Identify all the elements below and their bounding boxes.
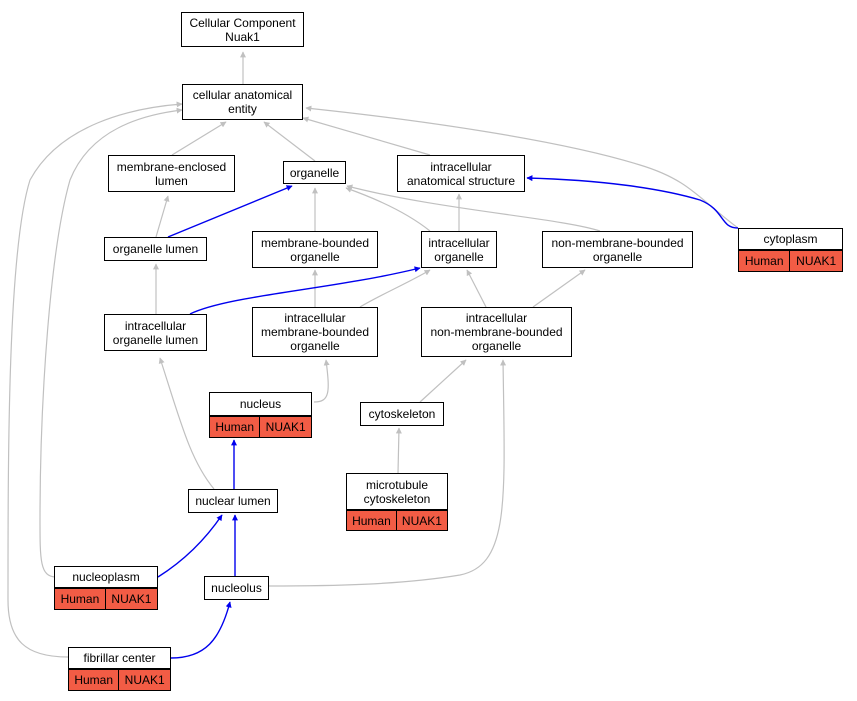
edge-mel-cae <box>171 121 227 156</box>
node-non-membrane-bounded-organelle[interactable]: non-membrane-bounded organelle <box>542 231 693 268</box>
edge-imbo-io <box>359 269 431 308</box>
node-cellular-anatomical-entity[interactable]: cellular anatomical entity <box>182 84 303 120</box>
node-organelle[interactable]: organelle <box>283 161 346 184</box>
node-nucleus[interactable]: nucleus <box>209 392 312 416</box>
gene-cell: NUAK1 <box>395 511 447 530</box>
edge-fc-nucl <box>170 601 232 659</box>
node-membrane-bounded-organelle[interactable]: membrane-bounded organelle <box>252 231 378 268</box>
edge-ias-cae <box>302 116 431 156</box>
annotation-badge-microtubule-cytoskeleton: Human NUAK1 <box>346 510 448 531</box>
annotation-badge-nucleoplasm: Human NUAK1 <box>54 588 158 610</box>
node-intracellular-organelle-lumen[interactable]: intracellular organelle lumen <box>104 314 207 351</box>
edge-iol-io <box>189 266 421 315</box>
edge-olum-mel <box>155 195 170 238</box>
node-cytoplasm[interactable]: cytoplasm <box>738 228 843 250</box>
node-cellular-component[interactable]: Cellular Component Nuak1 <box>181 12 304 47</box>
edge-inmbo-io <box>466 269 487 308</box>
edge-cyto-cae <box>305 105 739 229</box>
node-intracellular-non-membrane-bounded-organelle[interactable]: intracellular non-membrane-bounded organ… <box>421 307 572 357</box>
edge-org-cae <box>263 121 316 162</box>
annotation-badge-nucleus: Human NUAK1 <box>209 416 312 438</box>
node-membrane-enclosed-lumen[interactable]: membrane-enclosed lumen <box>108 155 235 192</box>
edge-inmbo-nmbo <box>532 269 586 308</box>
edge-nl-iol <box>158 357 215 490</box>
species-cell: Human <box>74 673 114 687</box>
node-nucleolus[interactable]: nucleolus <box>204 576 269 600</box>
node-intracellular-anatomical-structure[interactable]: intracellular anatomical structure <box>397 155 525 192</box>
annotation-badge-fibrillar-center: Human NUAK1 <box>68 669 171 691</box>
species-cell: Human <box>60 592 100 606</box>
annotation-badge-cytoplasm: Human NUAK1 <box>738 250 843 272</box>
species-cell: Human <box>744 254 784 268</box>
edge-np-cae <box>39 107 183 578</box>
node-fibrillar-center[interactable]: fibrillar center <box>68 647 171 669</box>
edge-nuc-imbo <box>313 359 330 403</box>
node-nucleoplasm[interactable]: nucleoplasm <box>54 566 158 588</box>
gene-cell: NUAK1 <box>259 417 311 437</box>
node-cytoskeleton[interactable]: cytoskeleton <box>360 402 444 426</box>
edge-io-org <box>345 186 431 232</box>
node-intracellular-organelle[interactable]: intracellular organelle <box>421 231 497 268</box>
gene-cell: NUAK1 <box>789 251 842 271</box>
edge-cyto-ias <box>526 175 739 229</box>
node-nuclear-lumen[interactable]: nuclear lumen <box>188 489 278 513</box>
species-cell: Human <box>352 513 391 528</box>
edges <box>7 51 739 659</box>
edge-nmbo-org <box>346 184 601 232</box>
edge-mtc-csk <box>395 427 402 474</box>
edge-np-nl <box>157 514 223 578</box>
edge-csk-inmbo <box>419 359 467 403</box>
node-microtubule-cytoskeleton[interactable]: microtubule cytoskeleton <box>346 473 448 510</box>
edge-fc-cae <box>7 101 183 658</box>
edge-nucl-inmbo <box>268 359 507 587</box>
node-organelle-lumen[interactable]: organelle lumen <box>104 237 207 261</box>
species-cell: Human <box>215 420 255 434</box>
node-intracellular-membrane-bounded-organelle[interactable]: intracellular membrane-bounded organelle <box>252 307 378 357</box>
gene-cell: NUAK1 <box>118 670 170 690</box>
gene-cell: NUAK1 <box>104 589 157 609</box>
edge-olum-org <box>167 185 293 238</box>
